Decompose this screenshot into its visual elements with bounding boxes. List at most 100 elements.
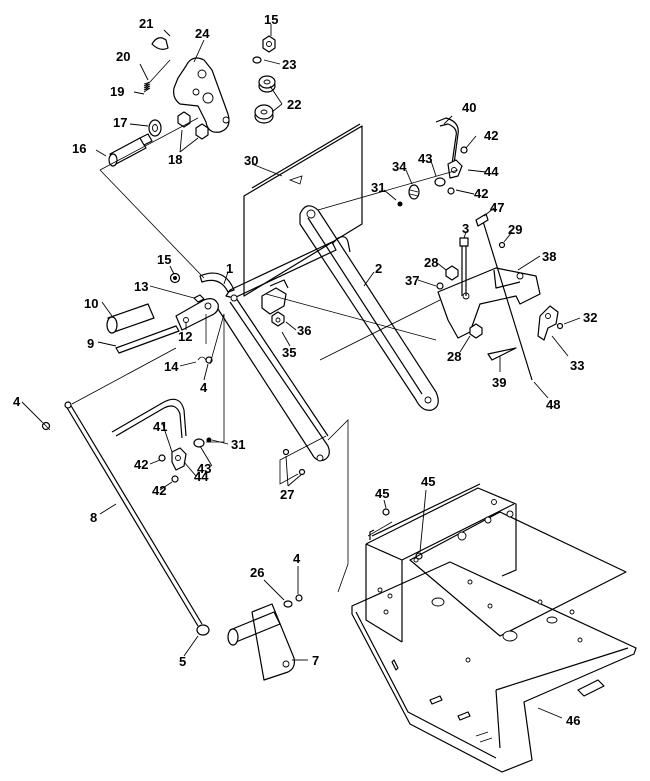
part-7-arm	[227, 603, 295, 681]
callout-44: 44	[194, 469, 209, 484]
callout-28: 28	[447, 349, 461, 364]
callout-17: 17	[113, 115, 127, 130]
callout-15: 15	[157, 252, 171, 267]
callout-14: 14	[164, 359, 179, 374]
callout-31: 31	[371, 180, 385, 195]
part-42-nut-upper	[447, 187, 455, 195]
callout-48: 48	[546, 397, 560, 412]
callout-5: 5	[179, 654, 186, 669]
callout-42: 42	[484, 128, 498, 143]
callout-9: 9	[87, 336, 94, 351]
callout-10: 10	[84, 296, 98, 311]
callout-4: 4	[293, 551, 301, 566]
callout-37: 37	[405, 273, 419, 288]
callout-2: 2	[375, 261, 382, 276]
callout-31: 31	[231, 437, 245, 452]
part-18-nut-a	[177, 111, 191, 128]
callout-41: 41	[153, 419, 167, 434]
part-9-rod	[115, 325, 180, 354]
callout-20: 20	[116, 49, 130, 64]
part-34-spring-upper	[408, 184, 420, 200]
part-1-handle-frame	[215, 236, 351, 462]
part-37-bolt	[436, 282, 444, 290]
part-22-bushing-lower	[254, 104, 274, 124]
part-24-bracket-plate	[173, 57, 230, 133]
callout-4: 4	[200, 380, 208, 395]
callout-29: 29	[508, 222, 522, 237]
part-10-grip	[106, 303, 155, 334]
callout-27: 27	[280, 487, 294, 502]
callout-47: 47	[490, 200, 504, 215]
part-44-pivot-upper	[447, 159, 463, 179]
callout-13: 13	[134, 279, 148, 294]
part-42-bolt-upper	[460, 146, 468, 154]
part-1-handle-loop	[199, 272, 235, 293]
callout-30: 30	[244, 153, 258, 168]
part-40-lever	[435, 117, 459, 165]
part-47-rod	[475, 213, 533, 381]
callout-38: 38	[542, 249, 556, 264]
part-43-spacer-upper	[434, 177, 446, 187]
callout-16: 16	[72, 141, 86, 156]
part-43-spacer-lower	[193, 438, 205, 448]
part-41-lever	[111, 398, 187, 439]
callout-1: 1	[226, 261, 233, 276]
part-18-nut-b	[195, 123, 209, 140]
callout-42: 42	[134, 457, 148, 472]
callout-36: 36	[297, 323, 311, 338]
part-27-bolt-b	[298, 468, 306, 476]
part-46-chassis	[351, 483, 637, 773]
part-8-rod	[64, 401, 203, 627]
part-44-pivot-lower	[171, 447, 187, 471]
part-12-linkage	[175, 298, 219, 331]
part-23-washer	[252, 56, 262, 64]
part-39-plate	[487, 347, 517, 361]
part-28-nut-upper	[445, 265, 459, 281]
callout-12: 12	[178, 329, 192, 344]
callout-43: 43	[197, 461, 211, 476]
callout-15: 15	[264, 12, 278, 27]
callout-18: 18	[168, 152, 182, 167]
callout-23: 23	[282, 57, 296, 72]
part-13-clip	[193, 294, 205, 303]
callout-43: 43	[418, 151, 432, 166]
callout-45: 45	[375, 486, 389, 501]
callout-8: 8	[90, 510, 97, 525]
callout-labels: 21 24 15 20 23 19 22 17 18 16 40 42 30 3…	[13, 12, 597, 728]
callout-33: 33	[570, 358, 584, 373]
leader-lines	[21, 24, 581, 719]
part-2-handle	[299, 205, 439, 411]
part-16-shaft	[108, 133, 153, 167]
callout-24: 24	[195, 26, 210, 41]
part-4-pin-right	[295, 594, 303, 602]
callout-45: 45	[421, 474, 435, 489]
callout-34: 34	[392, 159, 407, 174]
part-35-nut	[271, 311, 285, 327]
callout-4: 4	[13, 394, 21, 409]
part-15-nut-left	[169, 272, 181, 284]
callout-26: 26	[250, 565, 264, 580]
part-31-pin-upper	[397, 201, 403, 207]
part-36-pivot-block	[261, 279, 289, 315]
callout-32: 32	[583, 310, 597, 325]
callout-21: 21	[139, 16, 153, 31]
part-4-pin-left	[41, 421, 51, 431]
part-30-panel	[243, 123, 363, 297]
part-32-nut	[556, 322, 564, 330]
part-45-bolt-a	[382, 508, 390, 516]
part-17-collar	[148, 119, 162, 137]
callout-44: 44	[484, 164, 499, 179]
callout-42: 42	[474, 186, 488, 201]
part-26-washer	[283, 600, 293, 608]
assembly-lines	[71, 117, 459, 593]
part-27-bolt-a	[282, 448, 290, 456]
part-19-spring	[143, 59, 171, 93]
callout-39: 39	[492, 375, 506, 390]
callout-40: 40	[462, 100, 476, 115]
part-33-bracket	[537, 305, 559, 341]
callout-3: 3	[462, 221, 469, 236]
callout-7: 7	[312, 653, 319, 668]
callout-19: 19	[110, 84, 124, 99]
callout-28: 28	[424, 255, 438, 270]
